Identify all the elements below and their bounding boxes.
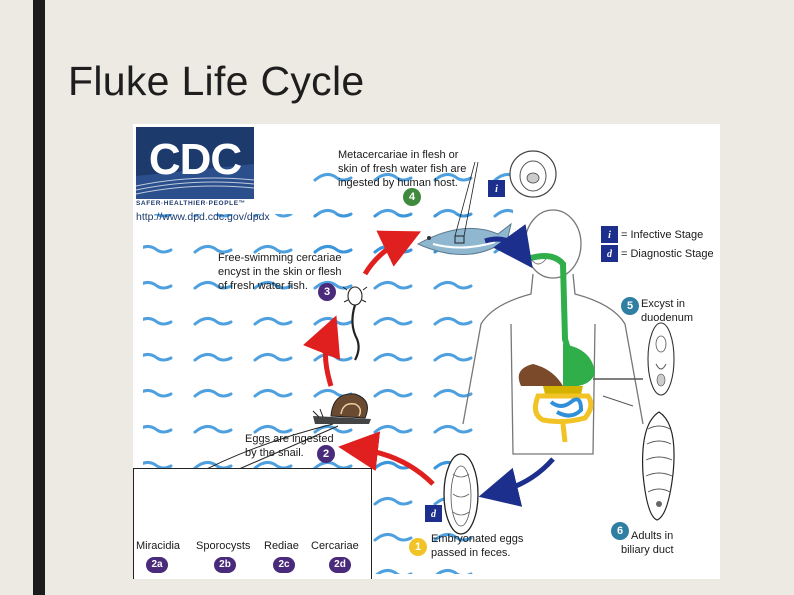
adult-fluke-illustration [642,411,675,521]
stage-2c-label: Rediae [264,540,299,552]
egg-diagnostic-marker: d [425,505,442,522]
slide-title: Fluke Life Cycle [68,58,365,104]
legend-diagnostic-label: = Diagnostic Stage [621,248,714,260]
step-4-text: Metacercariae in flesh or skin of fresh … [338,149,467,189]
step-3-badge: 3 [318,283,336,301]
embryonated-egg-illustration [443,453,479,535]
stage-2b-badge: 2b [214,557,236,573]
diagram-artwork [135,127,675,574]
step-2-badge: 2 [317,445,335,463]
legend-diagnostic-badge: d [601,245,618,262]
step-1-badge: 1 [409,538,427,556]
step-3-line-3: of fresh water fish. [218,280,308,292]
cercaria-illustration [342,286,368,361]
metacercaria-illustration [509,150,557,198]
step-2-text: Eggs are ingested by the snail. [245,432,334,460]
cdc-logo [135,127,255,199]
snail-illustration [312,393,371,424]
cdc-tagline: SAFER·HEALTHIER·PEOPLE™ [136,200,246,207]
slide-accent-bar [33,0,45,595]
arrow-human-to-eggs [478,457,555,507]
step-2-line-2: by the snail. [245,447,304,459]
step-3-line-1: Free-swimming cercariae [218,252,342,264]
stage-2d-badge: 2d [329,557,351,573]
stage-2a-badge: 2a [146,557,168,573]
stage-2d-label: Cercariae [311,540,359,552]
step-1-line-1: Embryonated eggs [431,533,524,545]
arrow-eggs-to-snail [338,431,435,486]
digestive-tract [518,253,595,443]
step-6-badge: 6 [611,522,629,540]
step-3-line-2: encyst in the skin or flesh [218,266,342,278]
step-5-badge: 5 [621,297,639,315]
step-6-text: Adults in biliary duct [621,529,674,557]
step-3-text: Free-swimming cercariae encyst in the sk… [218,251,342,293]
cdc-url: http://www.dpd.cdc.gov/dpdx [136,211,270,223]
stage-2a-label: Miracidia [136,540,181,552]
step-4-badge: 4 [403,188,421,206]
step-2-line-1: Eggs are ingested [245,433,334,445]
stage-2b-label: Sporocysts [196,540,251,552]
leader-line-biliary [602,395,634,407]
excysted-larva-illustration [647,322,675,396]
step-6-line-1: Adults in [631,530,674,542]
cdc-logo-text: CDC [148,135,242,184]
step-1-line-2: passed in feces. [431,547,511,559]
step-6-line-2: biliary duct [621,544,674,556]
life-cycle-diagram: CDC SAFER·HEALTHIER·PEOPLE™ http://www.d… [133,124,720,579]
arrow-snail-to-cercaria [303,315,341,387]
step-5-text: Excyst in duodenum [641,297,693,325]
legend-infective-badge: i [601,226,618,243]
step-1-text: Embryonated eggs passed in feces. [431,532,523,560]
snail-stages-box: Miracidia Sporocysts Rediae Cercariae 2a… [133,468,372,579]
step-5-line-1: Excyst in [641,298,686,310]
fish-infective-marker: i [488,180,505,197]
cdc-logo-wordmark: CDC [136,127,254,219]
arrow-cercaria-to-fish [362,230,422,276]
legend-infective-label: = Infective Stage [621,229,704,241]
arrow-fish-to-human [484,224,533,269]
stage-2c-badge: 2c [273,557,295,573]
step-5-line-2: duodenum [641,312,693,324]
